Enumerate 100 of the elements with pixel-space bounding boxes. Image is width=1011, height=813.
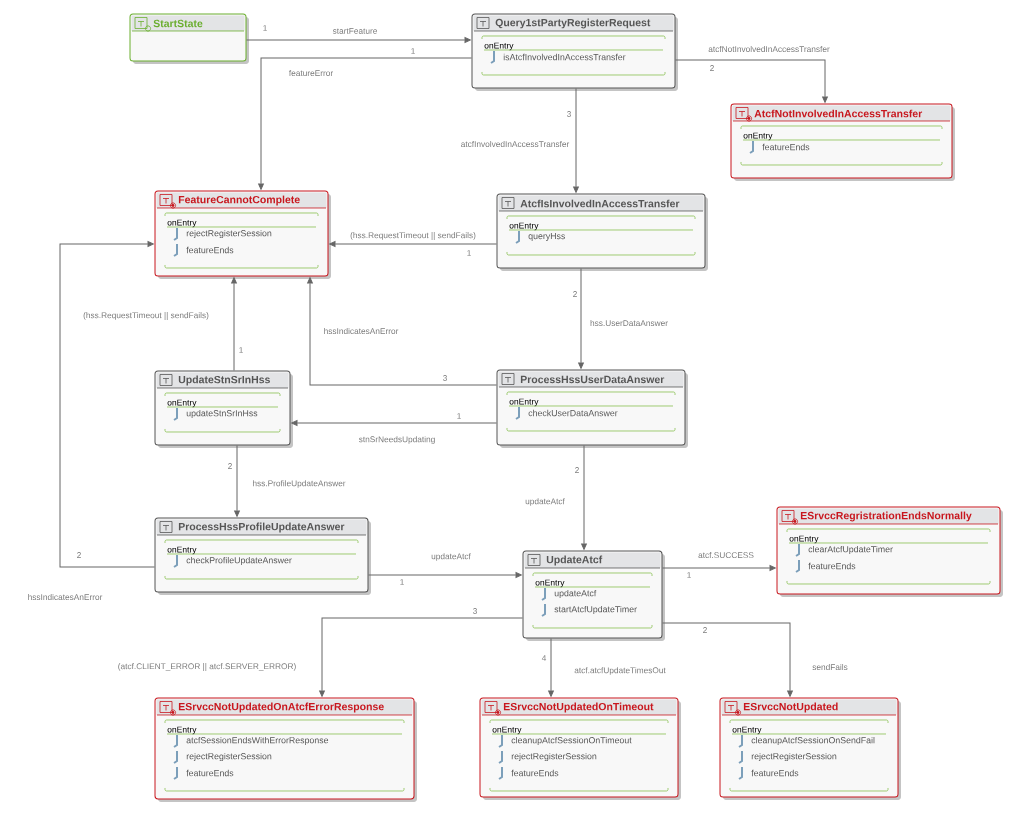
entry-label: onEntry [167,726,197,735]
state-title: UpdateStnSrInHss [178,375,270,386]
priority-number: 3 [567,111,571,117]
action-text: featureEnds [186,769,234,777]
action-text: checkProfileUpdateAnswer [186,556,292,566]
priority-number: 2 [77,552,81,558]
action-text: rejectRegisterSession [186,752,272,762]
priority-number: 1 [411,48,415,54]
edge-label: atcfNotInvolvedInAccessTransfer [708,45,830,53]
action-text: queryHss [528,233,566,241]
state-box [129,13,249,64]
action-text: featureEnds [808,562,856,570]
arrow [291,420,497,426]
edge-label: (atcf.CLIENT_ERROR || atcf.SERVER_ERROR) [118,663,296,671]
edge-label: (hss.RequestTimeout || sendFails) [350,232,476,240]
state-box [479,697,681,800]
action-text: featureEnds [511,769,559,777]
state-box [776,506,1003,597]
action-text: cleanupAtcfSessionOnSendFail [751,736,875,746]
arrow [59,241,155,568]
priority-number: 2 [710,65,714,71]
edge-label: hssIndicatesAnError [28,593,103,601]
priority-number: 2 [575,467,579,473]
action-text: rejectRegisterSession [511,752,597,762]
state-title: ESrvccNotUpdated [743,702,838,713]
arrow [368,572,522,578]
priority-number: 3 [443,375,447,381]
state-box [154,517,371,595]
action-text: featureEnds [186,246,234,254]
edge-label: hss.ProfileUpdateAnswer [253,480,346,488]
state-box [730,103,955,181]
entry-label: onEntry [732,726,762,735]
state-title: Query1stPartyRegisterRequest [495,18,651,29]
state-box [522,550,665,641]
edge-label: (hss.RequestTimeout || sendFails) [83,312,209,320]
entry-label: onEntry [167,219,197,228]
priority-number: 2 [228,463,232,469]
edge-label: atcf.atcfUpdateTimesOut [574,667,666,675]
state-title: ESrvccNotUpdatedOnTimeout [503,702,654,713]
entry-label: onEntry [492,726,522,735]
arrow [307,277,497,386]
edge-label: featureError [289,69,333,77]
arrow [319,617,523,697]
arrow [662,565,776,571]
state-title: StartState [153,19,203,28]
edge-label: atcfInvolvedInAccessTransfer [461,140,570,148]
edge-label: sendFails [812,663,848,671]
priority-number: 3 [473,608,477,614]
state-box [154,370,293,448]
entry-label: onEntry [789,535,819,544]
state-box [471,13,678,91]
action-text: atcfSessionEndsWithErrorResponse [186,736,329,746]
edge-label: atcf.SUCCESS [698,551,754,559]
state-box [719,697,901,800]
action-text: cleanupAtcfSessionOnTimeout [511,736,632,746]
state-box [496,369,688,448]
action-text: rejectRegisterSession [186,229,272,239]
action-text: updateStnSrInHss [186,409,258,419]
arrow [246,37,471,43]
state-box [154,190,331,279]
action-text: clearAtcfUpdateTimer [808,545,893,555]
action-text: featureEnds [762,143,810,151]
state-title: FeatureCannotComplete [178,195,300,206]
state-box [496,193,708,271]
arrow [329,241,497,247]
priority-number: 1 [467,250,471,256]
action-text: startAtcfUpdateTimer [554,605,637,615]
priority-number: 4 [541,655,547,661]
entry-label: onEntry [509,398,539,407]
action-text: rejectRegisterSession [751,752,837,762]
arrow [675,59,828,103]
priority-number: 1 [239,347,243,353]
priority-number: 2 [703,627,707,633]
priority-number: 2 [573,291,577,297]
edge-label: startFeature [332,28,377,34]
arrow [548,638,554,697]
state-title: AtcfIsInvolvedInAccessTransfer [520,199,680,208]
priority-number: 1 [263,25,267,31]
priority-number: 1 [687,572,691,578]
arrow [662,622,793,697]
state-title: ESrvccRegristrationEndsNormally [800,511,972,522]
edge-label: updateAtcf [525,498,565,506]
arrow [231,277,237,371]
entry-label: onEntry [535,579,565,588]
priority-number: 1 [457,413,461,419]
arrow [234,445,240,517]
state-title: ProcessHssProfileUpdateAnswer [178,522,345,533]
edge-label: hss.UserDataAnswer [590,319,668,327]
action-text: featureEnds [751,769,799,777]
state-box [154,697,417,802]
action-text: updateAtcf [554,589,597,599]
arrow [581,445,587,550]
edge-label: hssIndicatesAnError [324,327,399,335]
entry-label: onEntry [743,132,773,141]
entry-label: onEntry [167,399,197,408]
priority-number: 1 [400,579,404,585]
action-text: isAtcfInvolvedInAccessTransfer [503,53,626,61]
edge-label: updateAtcf [431,553,471,561]
action-text: checkUserDataAnswer [528,409,618,417]
state-title: AtcfNotInvolvedInAccessTransfer [754,109,923,118]
